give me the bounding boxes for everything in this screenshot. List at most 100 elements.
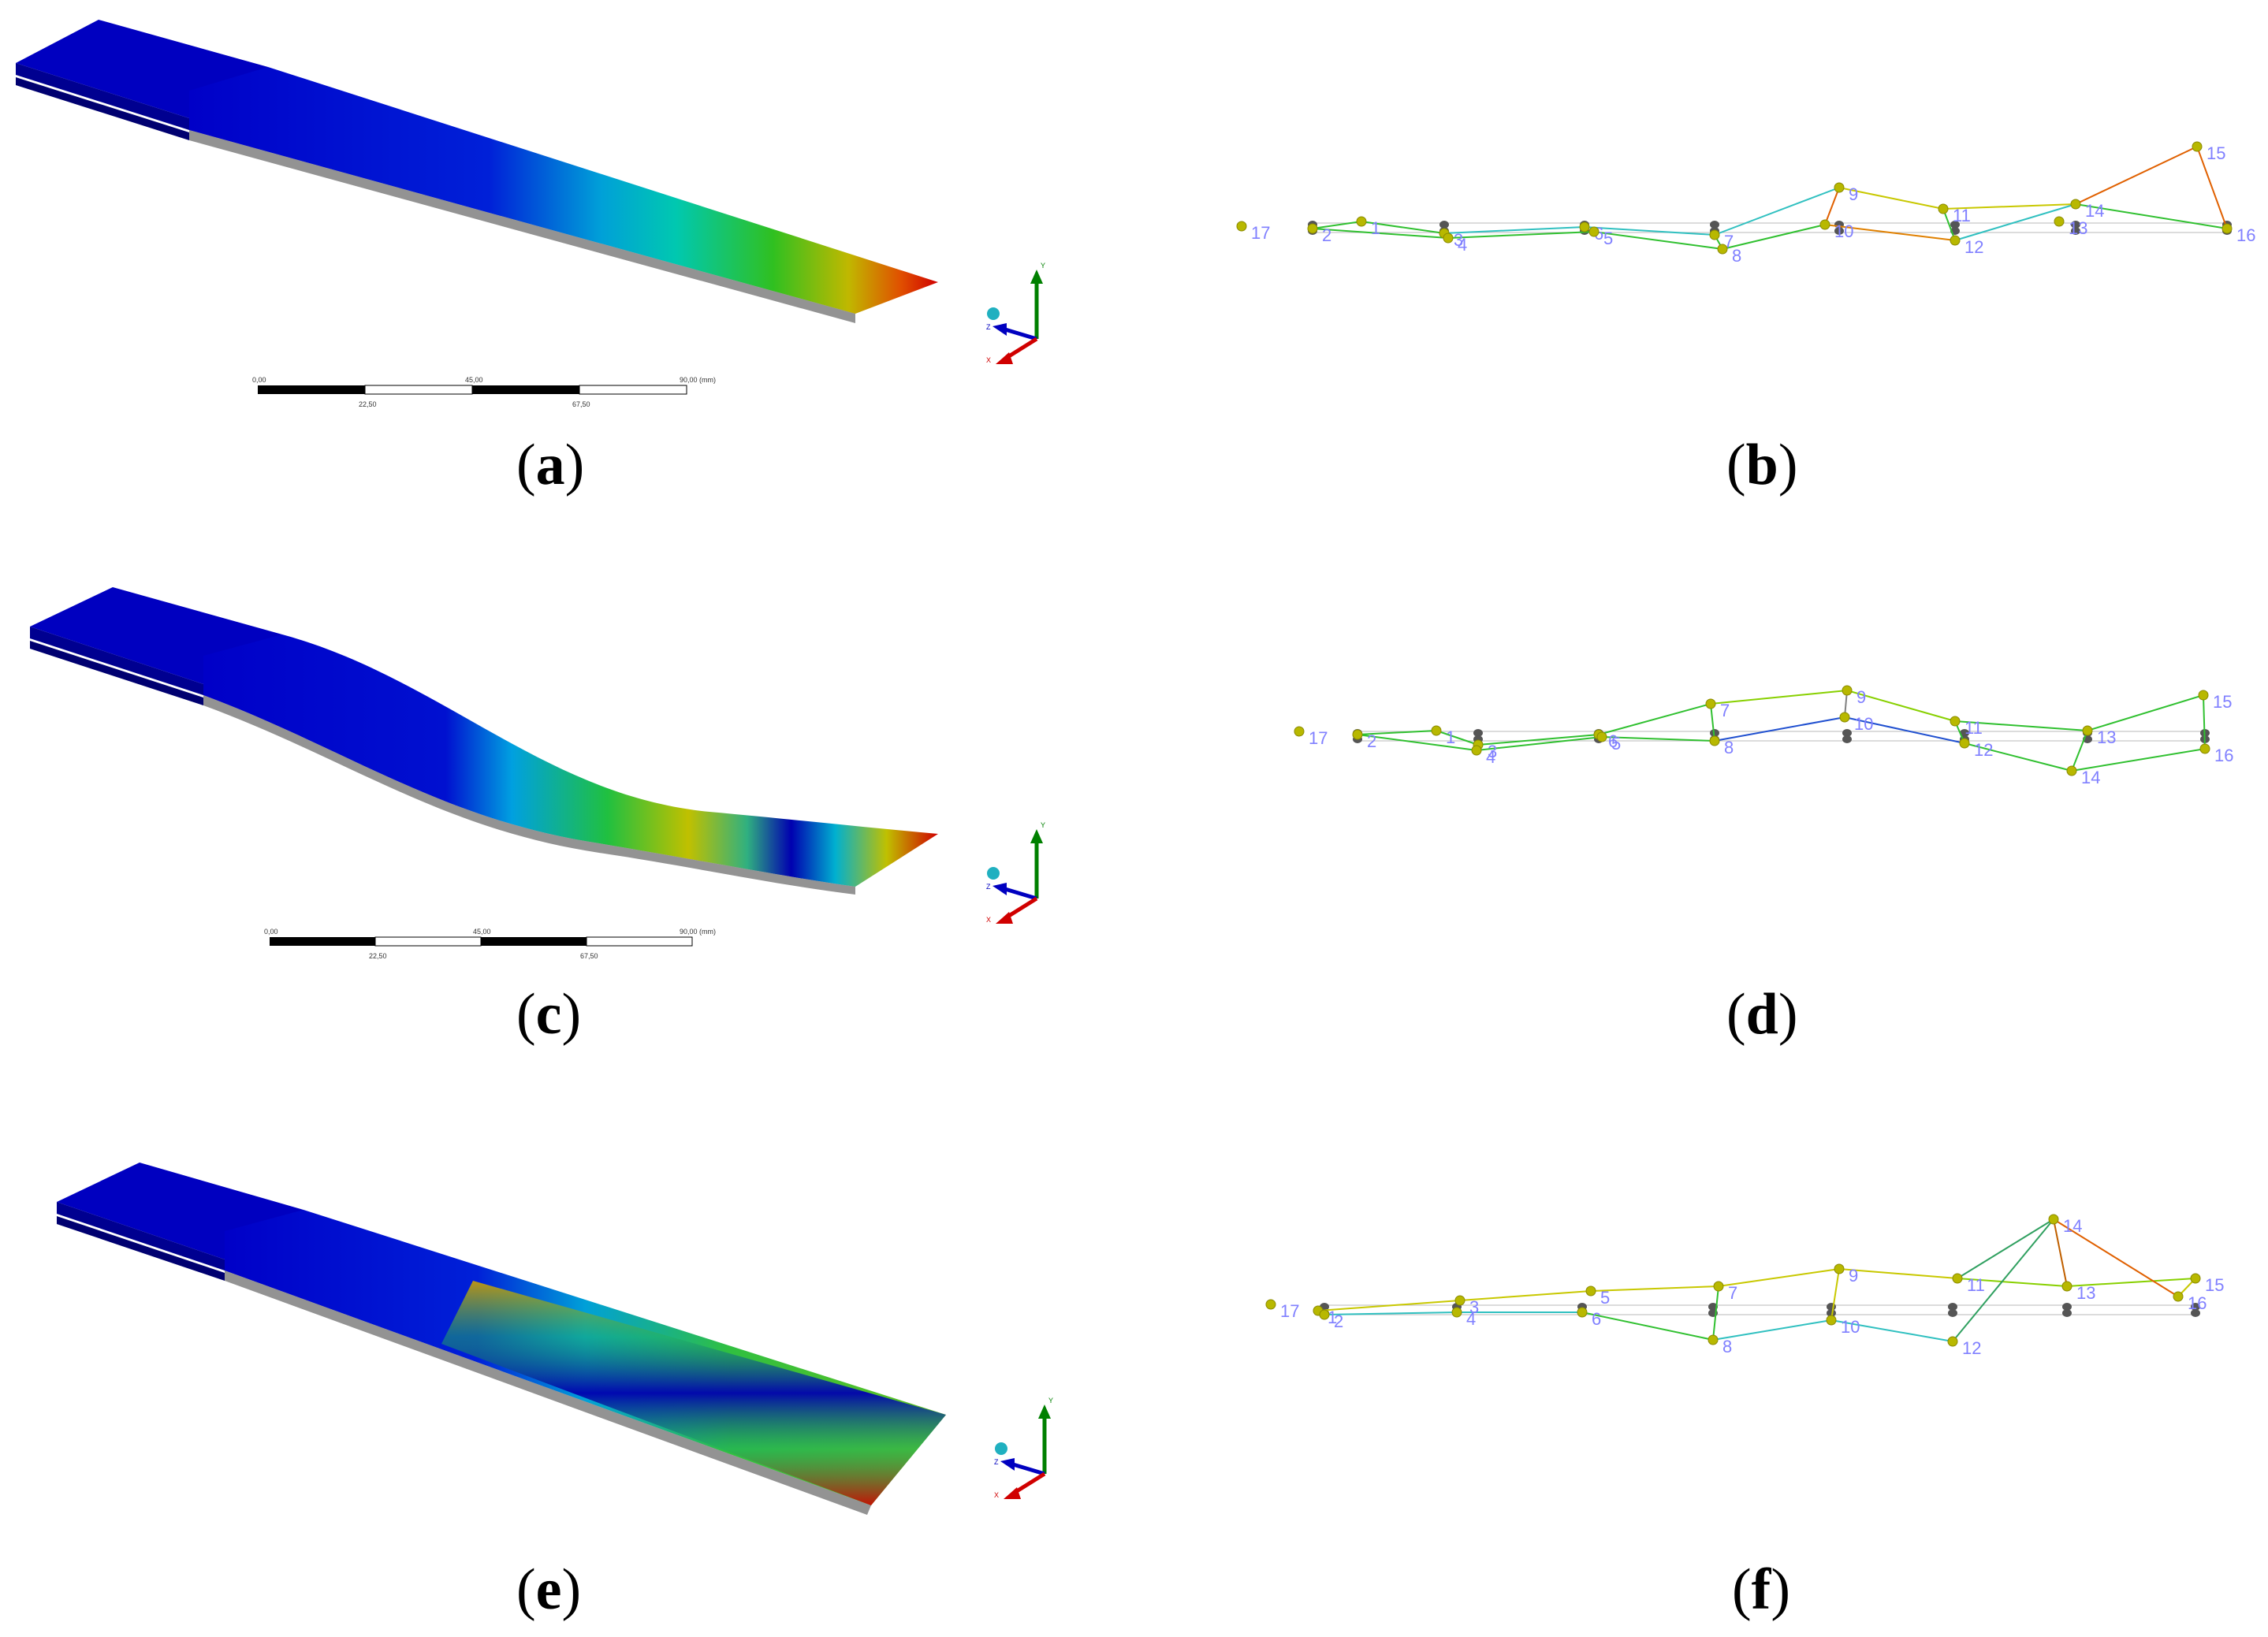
mode-edge [1447, 231, 1595, 239]
sensor-mark [1842, 735, 1852, 743]
x-axis-arrow [1004, 896, 1038, 921]
node-point [1451, 1307, 1462, 1318]
node-label: 14 [2063, 1216, 2082, 1236]
sensor-mark [1439, 221, 1449, 229]
node-label: 16 [2236, 225, 2255, 245]
axis-label-y: Y [1041, 821, 1045, 829]
x-axis-arrow [1011, 1471, 1046, 1496]
mode-edge [1942, 203, 2076, 210]
mode-edge [2053, 1218, 2179, 1297]
node-point [2190, 1273, 2201, 1284]
axis-triad-a: Y X Z [986, 262, 1045, 364]
mode-edge [1838, 1268, 1958, 1279]
axis-triad-c: Y X Z [986, 821, 1045, 924]
mode-edge [1964, 742, 2072, 772]
node-point [1826, 1315, 1837, 1326]
node-label: 3 [1454, 230, 1463, 250]
node-label: 4 [1458, 235, 1467, 255]
node-label: 12 [1974, 740, 1993, 760]
sensor-mark [1950, 221, 1960, 229]
beam [225, 1210, 946, 1515]
mode-edge [1714, 716, 1845, 742]
node-point [1709, 229, 1720, 240]
node-label: 17 [1280, 1301, 1299, 1321]
node-point [2082, 725, 2093, 736]
node-label: 10 [1834, 221, 1853, 241]
mode-edge [1581, 1311, 1714, 1341]
node-point [2054, 216, 2065, 227]
mode-edge [1718, 1268, 1840, 1287]
sensor-mark [2062, 1309, 2072, 1317]
mode-edge [1598, 703, 1711, 735]
node-point [1352, 729, 1363, 740]
node-point [1947, 1336, 1958, 1347]
sensor-mark [2191, 1303, 2200, 1311]
mode-edge [1952, 1218, 2054, 1342]
node-point [1585, 1285, 1596, 1297]
mode-edge [1712, 1319, 1832, 1341]
mode-edge [2075, 146, 2198, 205]
mode-edge [1830, 1268, 1840, 1321]
node-label: 8 [1724, 738, 1734, 757]
node-point [1834, 182, 1845, 193]
node-label: 16 [2214, 746, 2233, 765]
node-label: 11 [1953, 206, 1971, 225]
mode-edge [1357, 734, 1477, 751]
axis-triad-e: Y X Z [994, 1397, 1053, 1499]
scale-label-45: 45,00 [465, 376, 483, 384]
node-point [1431, 725, 1442, 736]
node-point [1717, 244, 1728, 255]
sensor-mark [1960, 729, 1969, 737]
node-point [1443, 233, 1454, 244]
mode-edge [2203, 694, 2206, 750]
mode-edge [1710, 690, 1848, 705]
node-point [1294, 726, 1305, 737]
node-point [2198, 690, 2209, 701]
node-point [1705, 698, 1716, 709]
view-sphere-icon [987, 867, 1000, 880]
z-axis-arrow [1012, 1462, 1045, 1476]
scale-bar-a: 0,00 45,00 90,00 (mm) 22,50 67,50 [252, 376, 716, 408]
node-label: 4 [1466, 1309, 1476, 1329]
axis-label-x: X [994, 1491, 999, 1499]
scale-label-90: 90,00 (mm) [680, 376, 716, 384]
node-point [1307, 223, 1318, 234]
node-label: 2 [1367, 731, 1376, 751]
mode-edge [1324, 1311, 1458, 1315]
sensor-mark [1827, 1309, 1836, 1317]
mode-edge [1710, 703, 1715, 742]
sensor-mark [1473, 729, 1483, 737]
axis-label-z: Z [986, 883, 991, 891]
node-point [1579, 221, 1590, 233]
mode-edge [2066, 1278, 2196, 1287]
caption-b: (b) [1726, 433, 1798, 497]
node-point [1236, 221, 1247, 232]
node-label: 8 [1722, 1337, 1732, 1356]
z-axis-arrow [1004, 887, 1037, 901]
scale-label-0: 0,00 [264, 928, 278, 936]
sensor-mark [1948, 1309, 1957, 1317]
mode-edge [1312, 221, 1362, 229]
sensor-mark [1710, 729, 1719, 737]
node-point [2192, 141, 2203, 152]
mode-edge [1357, 730, 1437, 735]
node-label: 13 [2097, 727, 2116, 747]
node-label: 1 [1446, 727, 1455, 747]
node-point [2066, 765, 2077, 776]
node-label: 17 [1309, 728, 1328, 748]
node-label: 10 [1854, 714, 1873, 734]
node-point [1454, 1295, 1465, 1306]
mode-edge [1838, 187, 1944, 210]
panel-e-fea-model [57, 1163, 946, 1515]
node-label: 8 [1732, 246, 1741, 266]
axis-label-x: X [986, 356, 991, 364]
mode-edge [1942, 208, 1956, 241]
node-label: 13 [2069, 218, 2087, 238]
caption-f: (f) [1732, 1557, 1790, 1622]
node-label: 14 [2081, 768, 2100, 787]
node-label: 1 [1328, 1308, 1337, 1327]
sensor-mark [1708, 1303, 1718, 1311]
beam [203, 634, 938, 895]
beam [189, 67, 938, 323]
node-label: 13 [2076, 1283, 2095, 1303]
